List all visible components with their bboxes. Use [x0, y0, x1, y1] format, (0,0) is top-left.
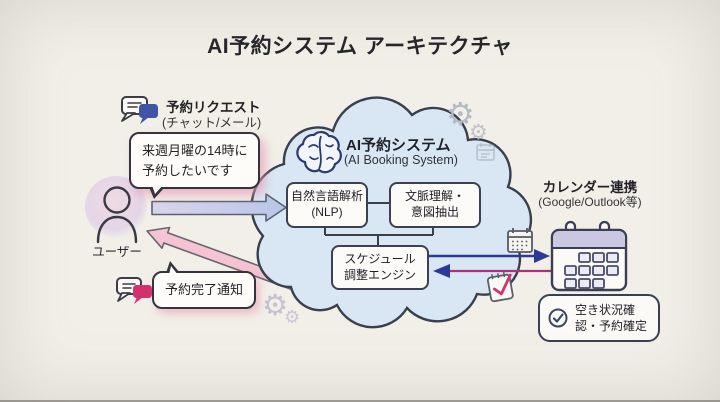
context-component-box: 文脈理解・ 意図抽出 — [389, 182, 481, 228]
calendar-small-icon — [507, 228, 533, 253]
check-circle-icon — [548, 308, 568, 328]
chat-bubbles-notify-icon — [116, 277, 152, 304]
ai-system-title: AI予約システム — [346, 137, 451, 154]
request-channels-label: (チャット/メール) — [162, 116, 262, 130]
calendar-sync-arrows — [428, 249, 558, 278]
availability-confirm-label: 空き状況確 認・予約確定 — [575, 303, 648, 334]
scheduler-component-box: スケジュール 調整エンジン — [331, 245, 429, 290]
calendar-label: カレンダー連携 — [542, 180, 638, 195]
gear-icon: ⚙ — [262, 288, 288, 322]
request-label: 予約リクエスト — [166, 100, 261, 115]
clipboard-check-icon — [487, 272, 514, 303]
calendar-doodle-icon — [476, 143, 495, 161]
calendar-large-icon — [550, 220, 628, 292]
gear-icon: ⚙ — [469, 120, 488, 144]
gear-icons-bottom: ⚙ ⚙ — [262, 288, 300, 328]
gear-icon: ⚙ — [446, 95, 475, 133]
request-speech-bubble: 来週月曜の14時に 予約したいです — [129, 132, 261, 199]
user-label: ユーザー — [92, 245, 142, 259]
availability-confirm-box: 空き状況確 認・予約確定 — [538, 294, 660, 343]
gear-icons-top: ⚙ ⚙ — [446, 95, 488, 144]
component-connectors — [324, 202, 434, 247]
person-icon — [85, 176, 147, 244]
gear-icon: ⚙ — [284, 307, 300, 328]
page-title: AI予約システム アーキテクチャ — [207, 35, 513, 58]
bottom-edge-line — [0, 400, 720, 402]
notify-speech-bubble: 予約完了通知 — [152, 261, 257, 309]
nlp-component-box: 自然言語解析 (NLP) — [286, 182, 368, 228]
request-arrow — [151, 193, 287, 222]
brain-icon — [296, 130, 342, 174]
calendar-providers-label: (Google/Outlook等) — [538, 195, 642, 209]
chat-bubbles-request-icon — [121, 96, 158, 124]
ai-system-subtitle: (AI Booking System) — [344, 153, 458, 167]
